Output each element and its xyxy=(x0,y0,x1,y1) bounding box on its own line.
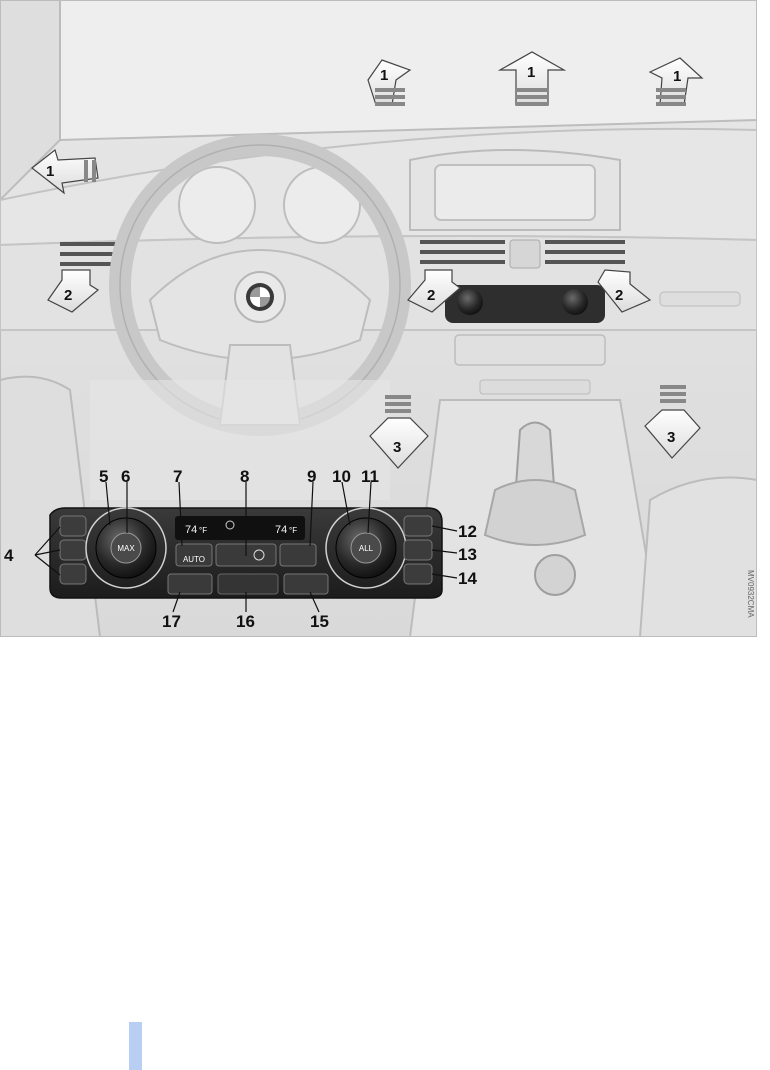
button-row xyxy=(480,380,590,394)
all-label: ALL xyxy=(359,544,374,553)
arrow-label-2a: 2 xyxy=(64,287,72,304)
passenger-seat xyxy=(640,478,757,638)
dash-knob-left xyxy=(457,289,483,315)
callout-14: 14 xyxy=(458,569,477,588)
arrow-label-3b: 3 xyxy=(667,429,675,446)
arrow-label-1b: 1 xyxy=(527,64,535,81)
arrow-label-2b: 2 xyxy=(427,287,435,304)
rear-window-defrost-button[interactable] xyxy=(404,564,432,584)
center-display xyxy=(435,165,595,220)
defrost-button[interactable] xyxy=(404,516,432,536)
callout-5: 5 xyxy=(99,467,108,486)
arrow-label-3a: 3 xyxy=(393,439,401,456)
page-edge-marker xyxy=(129,1022,142,1070)
left-temperature-unit: °F xyxy=(199,526,207,535)
glovebox-slot xyxy=(660,292,740,306)
max-label: MAX xyxy=(117,544,135,553)
air-distribution-button-bottom[interactable] xyxy=(60,564,86,584)
callout-13: 13 xyxy=(458,545,477,564)
solar-sensor xyxy=(218,574,278,594)
callout-10: 10 xyxy=(332,467,351,486)
callout-7: 7 xyxy=(173,467,182,486)
auto-label: AUTO xyxy=(183,555,205,564)
bmw-logo xyxy=(246,283,274,311)
center-vent-right xyxy=(545,240,625,264)
callout-12: 12 xyxy=(458,522,477,541)
arrow-label-1d: 1 xyxy=(46,163,54,180)
radio-unit xyxy=(455,335,605,365)
left-seat-heater-button[interactable] xyxy=(168,574,212,594)
shift-boot xyxy=(485,480,585,545)
callout-9: 9 xyxy=(307,467,316,486)
dash-knob-right xyxy=(562,289,588,315)
callout-16: 16 xyxy=(236,612,255,631)
recirculation-button[interactable] xyxy=(280,544,316,566)
hazard-switch xyxy=(510,240,540,268)
arrow-label-2c: 2 xyxy=(615,287,623,304)
callout-17: 17 xyxy=(162,612,181,631)
air-distribution-button-middle[interactable] xyxy=(60,540,86,560)
arrow-label-1c: 1 xyxy=(673,68,681,85)
callout-11: 11 xyxy=(361,467,379,486)
center-vent-left xyxy=(420,240,505,264)
right-seat-heater-button[interactable] xyxy=(284,574,328,594)
dashboard-illustration: 1 1 1 1 2 2 2 3 3 MAX 74 °F 74 °F AUTO xyxy=(0,0,757,637)
arrow-label-1a: 1 xyxy=(380,67,388,84)
left-temperature-value: 74 xyxy=(185,524,197,536)
ac-button[interactable] xyxy=(404,540,432,560)
right-temperature-value: 74 xyxy=(275,524,287,536)
callout-15: 15 xyxy=(310,612,329,631)
callout-4: 4 xyxy=(4,546,14,565)
idrive-controller xyxy=(535,555,575,595)
image-code: MV0932CMA xyxy=(746,570,755,618)
callout-8: 8 xyxy=(240,467,249,486)
air-distribution-button-top[interactable] xyxy=(60,516,86,536)
right-temperature-unit: °F xyxy=(289,526,297,535)
speedometer xyxy=(179,167,255,243)
callout-6: 6 xyxy=(121,467,130,486)
